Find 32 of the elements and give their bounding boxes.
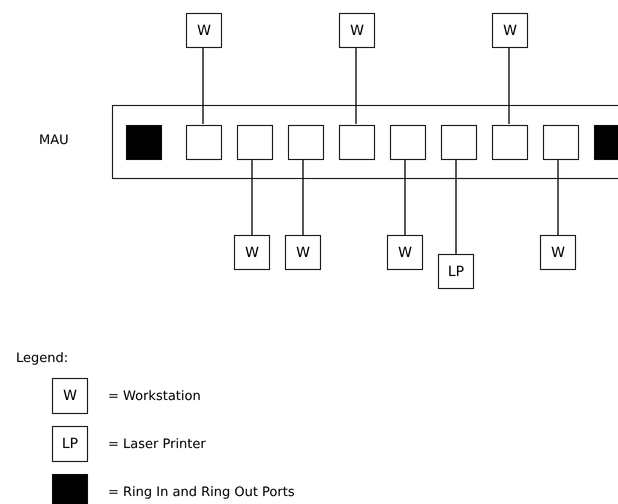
port-box: [186, 125, 222, 160]
mau-label: MAU: [39, 134, 69, 147]
connector-line: [302, 159, 304, 235]
connector-line: [202, 48, 204, 124]
legend-sample-box: W: [52, 378, 88, 414]
legend-sample-box: LP: [52, 426, 88, 462]
workstation-box: W: [339, 13, 375, 48]
legend-text: = Laser Printer: [108, 438, 206, 450]
port-box: [390, 125, 426, 160]
legend-text: = Workstation: [108, 390, 201, 402]
workstation-box: W: [285, 235, 321, 270]
port-box: [288, 125, 324, 160]
workstation-box: W: [540, 235, 576, 270]
legend-heading: Legend:: [16, 352, 68, 365]
port-box: [237, 125, 273, 160]
workstation-box: W: [387, 235, 423, 270]
legend-text: = Ring In and Ring Out Ports: [108, 486, 295, 498]
port-box: [441, 125, 477, 160]
workstation-box: W: [492, 13, 528, 48]
port-box: [543, 125, 579, 160]
connector-line: [557, 159, 559, 235]
connector-line: [251, 159, 253, 235]
printer-box: LP: [438, 254, 474, 289]
workstation-box: W: [234, 235, 270, 270]
port-box: [339, 125, 375, 160]
connector-line: [508, 48, 510, 124]
connector-line: [404, 159, 406, 235]
connector-line: [455, 159, 457, 254]
connector-line: [355, 48, 357, 124]
port-box: [492, 125, 528, 160]
ring-port: [126, 125, 162, 160]
workstation-box: W: [186, 13, 222, 48]
